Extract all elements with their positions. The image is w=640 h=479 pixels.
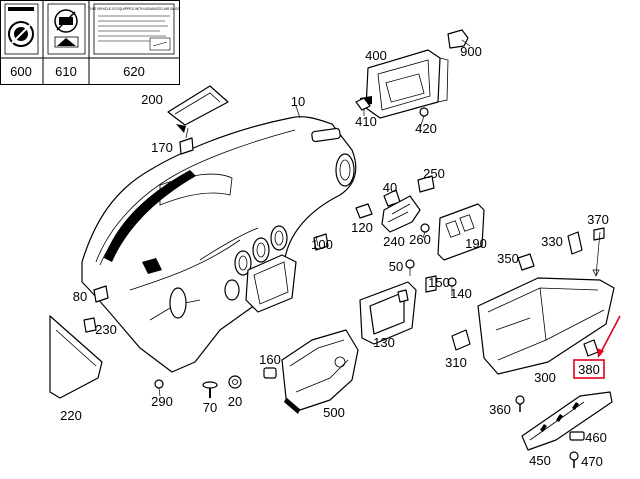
part-470-screw-icon[interactable] [569,451,579,468]
label-500: 500 [323,405,345,420]
part-330-latch-icon[interactable] [567,231,583,255]
label-160: 160 [259,352,281,367]
label-220: 220 [60,408,82,423]
label-80: 80 [73,289,87,304]
part-310-clip-icon[interactable] [451,329,471,351]
label-360: 360 [489,402,511,417]
part-230-clip-icon[interactable] [83,317,97,333]
label-20: 20 [228,394,242,409]
part-130-frame-icon[interactable] [359,281,417,345]
label-250: 250 [423,166,445,181]
label-170: 170 [151,140,173,155]
label-130: 130 [373,335,395,350]
highlight-380 [573,315,621,379]
label-190: 190 [465,236,487,251]
label-50: 50 [389,259,403,274]
part-350-clip-icon[interactable] [517,253,535,271]
label-350: 350 [497,251,519,266]
dashboard-carrier-icon[interactable] [81,116,357,373]
part-370-pin-icon[interactable] [593,227,605,241]
label-10: 10 [291,94,305,109]
sticker-610-icon[interactable] [47,3,86,55]
part-labels: 10 200 170 400 900 410 420 40 250 150 12… [60,44,609,469]
sticker-620-icon[interactable]: THIS VEHICLE IS EQUIPPED WITH ADVANCED A… [88,3,180,55]
label-290: 290 [151,394,173,409]
part-160-clip-icon[interactable] [263,367,277,379]
label-420: 420 [415,121,437,136]
part-70-screw-icon[interactable] [202,381,218,398]
label-230: 230 [95,322,117,337]
part-50-screw-icon[interactable] [405,259,415,276]
part-190-switch-panel-icon[interactable] [437,203,485,261]
sticker-620-text: THIS VEHICLE IS EQUIPPED WITH ADVANCED A… [88,7,180,11]
label-380: 380 [578,362,600,377]
label-410: 410 [355,114,377,129]
label-610: 610 [55,64,77,79]
label-40: 40 [383,180,397,195]
label-310: 310 [445,355,467,370]
label-260: 260 [409,232,431,247]
part-500-knee-panel-icon[interactable] [281,329,359,414]
label-370: 370 [587,212,609,227]
part-450-frame-icon[interactable] [521,391,613,451]
part-120-clip-icon[interactable] [355,203,373,219]
label-70: 70 [203,400,217,415]
label-620: 620 [123,64,145,79]
part-300-glove-box-icon[interactable] [477,277,615,375]
leader-lines [295,39,601,277]
part-400-display-icon[interactable] [360,49,449,119]
part-260-screw-icon[interactable] [420,223,430,239]
label-140: 140 [450,286,472,301]
part-360-screw-icon[interactable] [515,395,525,412]
part-170-clip-icon[interactable] [179,127,194,155]
part-150-clip-icon[interactable] [425,275,437,293]
label-450: 450 [529,453,551,468]
sticker-600-icon[interactable] [4,3,39,55]
part-100-clip-icon[interactable] [313,233,329,251]
part-420-screw-icon[interactable] [419,107,429,129]
label-400: 400 [365,48,387,63]
label-200: 200 [141,92,163,107]
part-80-clip-icon[interactable] [93,285,109,303]
label-box-group: THIS VEHICLE IS EQUIPPED WITH ADVANCED A… [0,0,180,85]
label-900: 900 [460,44,482,59]
label-600: 600 [10,64,32,79]
part-220-end-cover-icon[interactable] [49,315,103,399]
part-240-bracket-icon[interactable] [381,195,421,233]
part-250-clip-icon[interactable] [417,175,435,193]
part-290-screw-icon[interactable] [154,379,164,397]
label-100: 100 [311,237,333,252]
part-20-nut-icon[interactable] [228,375,242,389]
label-120: 120 [351,220,373,235]
label-470: 470 [581,454,603,469]
label-150b: 150 [428,275,450,290]
label-240: 240 [383,234,405,249]
part-410-clip-icon[interactable] [355,97,371,111]
label-300: 300 [534,370,556,385]
part-380-screw-icon[interactable] [583,339,599,357]
part-140-screw-icon[interactable] [447,277,457,296]
part-900-block-icon[interactable] [447,29,469,49]
label-460: 460 [585,430,607,445]
label-330: 330 [541,234,563,249]
part-460-clip-icon[interactable] [569,431,585,441]
part-200-trim-icon[interactable] [167,85,229,133]
